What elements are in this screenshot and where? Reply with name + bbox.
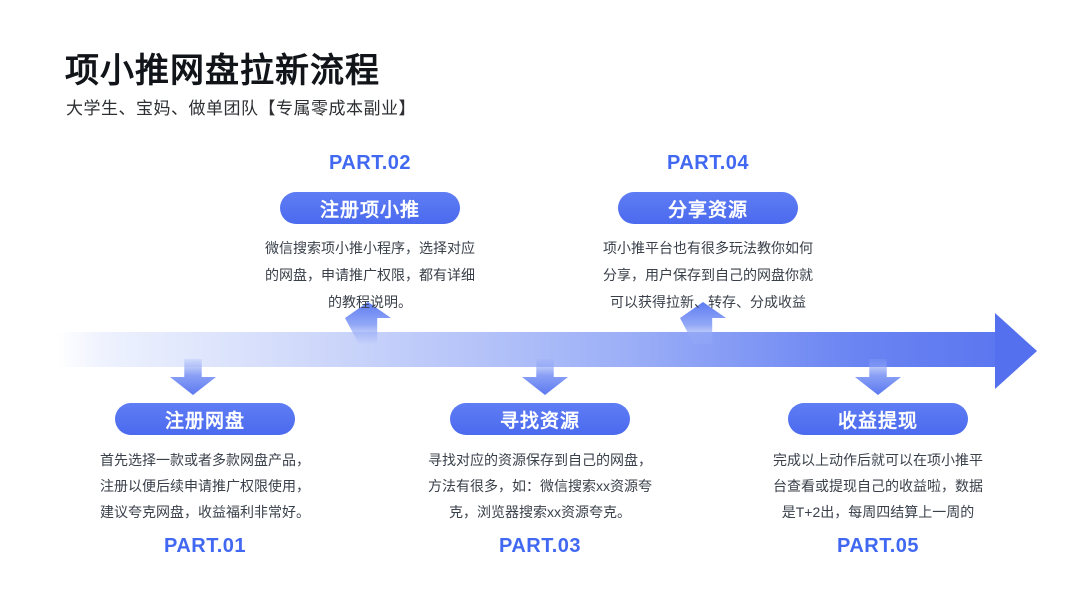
step-pill-label: 分享资源 bbox=[667, 199, 748, 221]
step-pill: 收益提现 bbox=[788, 403, 968, 435]
part-number-label: PART.03 bbox=[498, 535, 582, 557]
step-part04: PART.04 分享资源 项小推平台也有很多玩法教你如何 分享，用户保存到自己的… bbox=[578, 150, 838, 316]
part-number-label: PART.01 bbox=[163, 535, 247, 557]
step-pill: 注册网盘 bbox=[115, 403, 295, 435]
step-part05: 收益提现 完成以上动作后就可以在项小推平 台查看或提现自己的收益啦，数据 是T+… bbox=[748, 403, 1008, 559]
step-pill: 分享资源 bbox=[618, 192, 798, 224]
step-pill-label: 注册网盘 bbox=[164, 410, 245, 432]
step-part03: 寻找资源 寻找对应的资源保存到自己的网盘， 方法有很多，如：微信搜索xx资源夸 … bbox=[410, 403, 670, 559]
step-description: 项小推平台也有很多玩法教你如何 分享，用户保存到自己的网盘你就 可以获得拉新、转… bbox=[603, 240, 813, 310]
page-title: 项小推网盘拉新流程 bbox=[65, 52, 380, 90]
part-number-label: PART.02 bbox=[328, 152, 412, 174]
page-subtitle: 大学生、宝妈、做单团队【专属零成本副业】 bbox=[66, 99, 416, 118]
part-number-label: PART.05 bbox=[836, 535, 920, 557]
step-description: 首先选择一款或者多款网盘产品， 注册以便后续申请推广权限使用， 建议夸克网盘，收… bbox=[100, 452, 310, 520]
part-number-label: PART.04 bbox=[666, 152, 750, 174]
step-description: 寻找对应的资源保存到自己的网盘， 方法有很多，如：微信搜索xx资源夸 克，浏览器… bbox=[428, 452, 652, 520]
step-pill-label: 寻找资源 bbox=[499, 410, 580, 432]
step-pill-label: 注册项小推 bbox=[319, 199, 420, 221]
timeline-band bbox=[57, 332, 997, 367]
step-description: 完成以上动作后就可以在项小推平 台查看或提现自己的收益啦，数据 是T+2出，每周… bbox=[773, 452, 983, 520]
step-pill-label: 收益提现 bbox=[837, 410, 918, 432]
step-description: 微信搜索项小推小程序，选择对应 的网盘，申请推广权限，都有详细 的教程说明。 bbox=[265, 240, 475, 310]
step-part02: PART.02 注册项小推 微信搜索项小推小程序，选择对应 的网盘，申请推广权限… bbox=[240, 150, 500, 316]
step-part01: 注册网盘 首先选择一款或者多款网盘产品， 注册以便后续申请推广权限使用， 建议夸… bbox=[75, 403, 335, 559]
step-pill: 注册项小推 bbox=[280, 192, 460, 224]
step-pill: 寻找资源 bbox=[450, 403, 630, 435]
timeline-arrowhead-icon bbox=[995, 313, 1037, 389]
